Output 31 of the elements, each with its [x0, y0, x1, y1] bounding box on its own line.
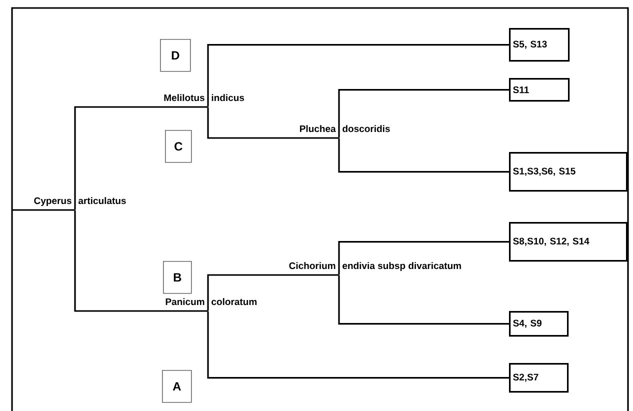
species-label: doscoridis — [342, 125, 390, 132]
sample-box: S4, S9 — [509, 311, 569, 337]
branch-line — [74, 210, 208, 312]
species-label: Cichorium — [289, 262, 336, 270]
branch-line — [207, 107, 339, 139]
species-label: Pluchea — [300, 125, 336, 132]
letter-box: A — [162, 370, 192, 403]
branch-line — [207, 311, 509, 379]
branch-line — [338, 89, 509, 138]
branch-line — [338, 240, 509, 275]
species-label: articulatus — [78, 197, 126, 204]
species-label: Panicum — [166, 298, 204, 306]
branch-line — [207, 274, 339, 311]
letter-box: B — [163, 261, 192, 294]
sample-box: S11 — [509, 78, 570, 102]
sample-box: S2,S7 — [509, 363, 569, 393]
branch-line — [12, 209, 75, 211]
species-label: coloratum — [212, 298, 257, 306]
species-label: Melilotus — [164, 94, 204, 102]
species-label: Cyperus — [34, 197, 72, 206]
sample-box: S5, S13 — [509, 28, 570, 62]
species-label: indicus — [212, 94, 244, 102]
sample-box: S1,S3,S6, S15 — [509, 152, 628, 192]
branch-line — [338, 275, 509, 325]
branch-line — [207, 44, 509, 107]
letter-box: D — [160, 39, 191, 72]
sample-box: S8,S10, S12, S14 — [509, 222, 628, 262]
letter-box: C — [165, 130, 192, 163]
species-label: endivia subsp divaricatum — [342, 262, 461, 271]
branch-line — [338, 138, 509, 173]
branch-line — [74, 106, 208, 210]
